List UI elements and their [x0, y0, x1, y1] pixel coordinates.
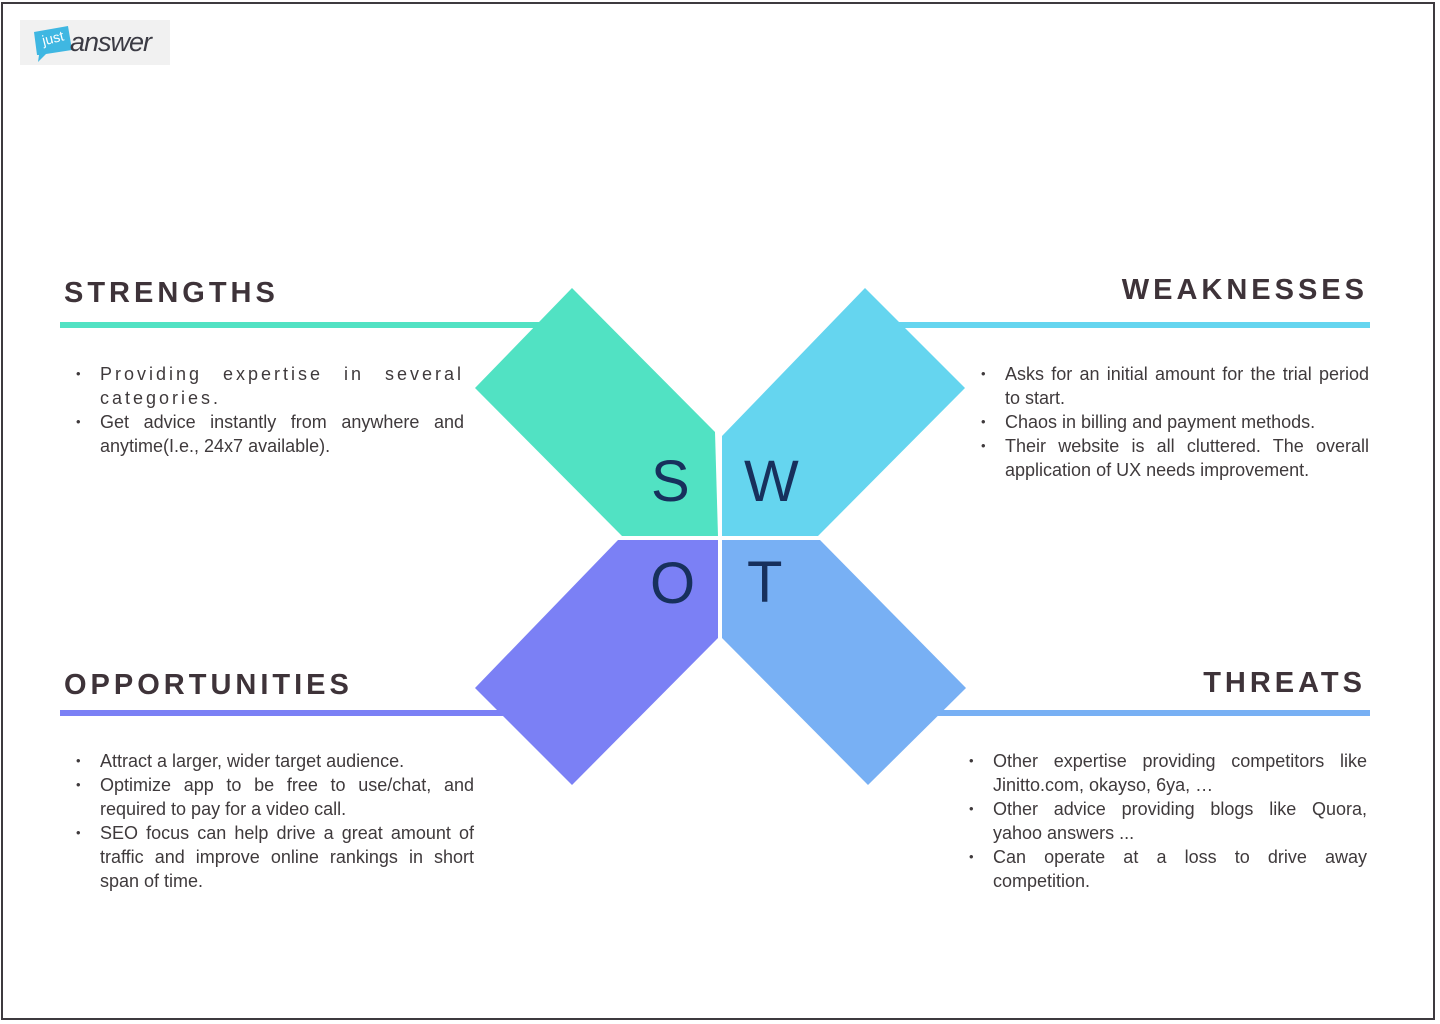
opportunities-list: •Attract a larger, wider target audience… [64, 749, 474, 893]
weaknesses-arm [722, 288, 965, 536]
list-item: •Asks for an initial amount for the tria… [981, 364, 1369, 408]
list-item: •Other advice providing blogs like Quora… [969, 799, 1367, 843]
threats-arm [722, 540, 966, 785]
threats-heading: THREATS [1203, 667, 1366, 699]
strengths-list: •Providing expertise in several categori… [64, 362, 464, 458]
strengths-arm [475, 288, 718, 536]
list-item: •Chaos in billing and payment methods. [981, 412, 1316, 432]
list-item: •Their website is all cluttered. The ove… [981, 436, 1369, 480]
opportunities-line [60, 710, 560, 716]
list-item: •Other expertise providing competitors l… [969, 751, 1367, 795]
letter-s: S [651, 449, 690, 514]
weaknesses-line [870, 322, 1370, 328]
threats-line [880, 710, 1370, 716]
threats-list: •Other expertise providing competitors l… [957, 749, 1367, 893]
logo-answer-text: answer [70, 27, 152, 57]
speech-bubble-icon [34, 26, 72, 62]
list-item: •Providing expertise in several categori… [76, 364, 464, 408]
letter-o: O [650, 551, 695, 616]
weaknesses-heading: WEAKNESSES [1121, 274, 1368, 306]
justanswer-logo[interactable]: just answer [20, 20, 170, 65]
weaknesses-list: •Asks for an initial amount for the tria… [969, 362, 1369, 482]
letter-t: T [747, 550, 782, 615]
list-item: •SEO focus can help drive a great amount… [76, 823, 474, 891]
opportunities-arm [475, 540, 718, 785]
strengths-heading: STRENGTHS [64, 277, 279, 309]
list-item: •Get advice instantly from anywhere and … [76, 412, 464, 456]
strengths-line [60, 322, 570, 328]
list-item: •Can operate at a loss to drive away com… [969, 847, 1367, 891]
letter-w: W [744, 449, 799, 514]
list-item: •Attract a larger, wider target audience… [76, 751, 405, 771]
opportunities-heading: OPPORTUNITIES [64, 669, 353, 701]
list-item: •Optimize app to be free to use/chat, an… [76, 775, 474, 819]
